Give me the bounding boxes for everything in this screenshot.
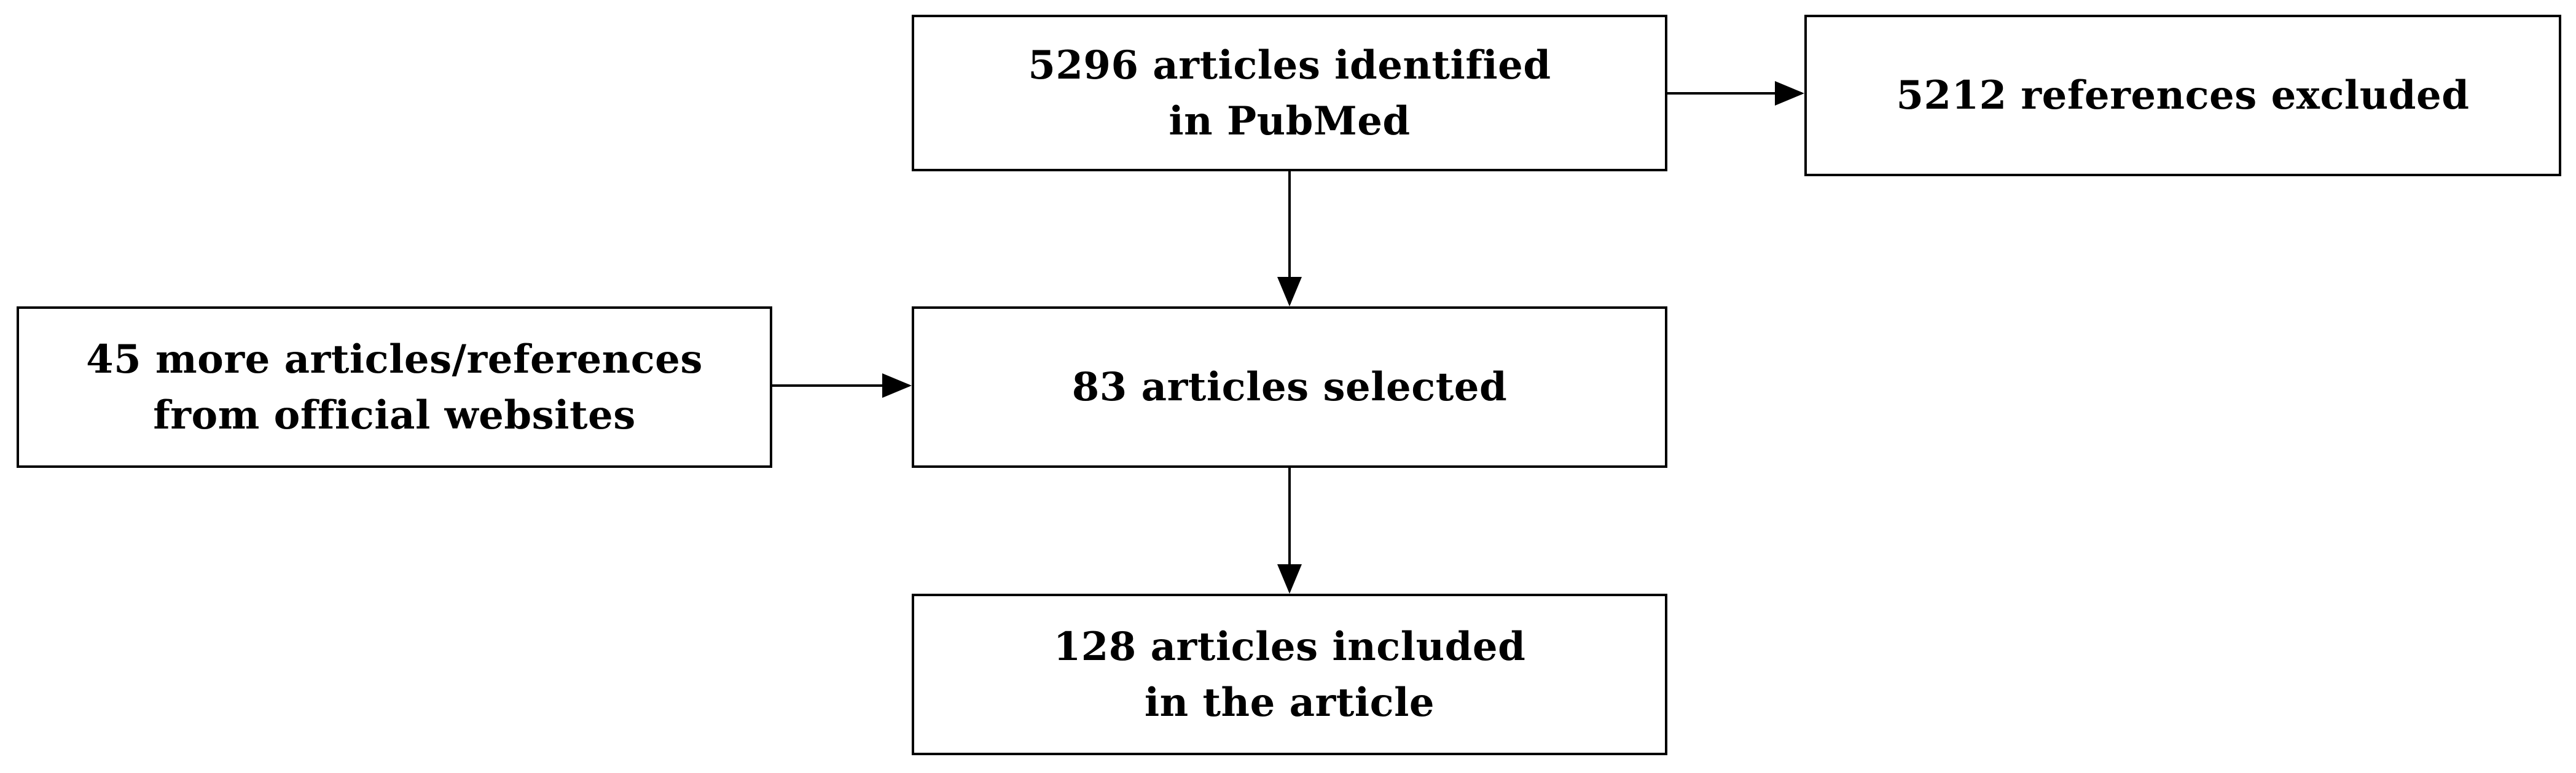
node-label: 45 more articles/references from officia… [86, 336, 703, 438]
node-additional-references: 45 more articles/references from officia… [17, 306, 772, 468]
node-articles-selected: 83 articles selected [912, 306, 1667, 468]
node-label: 83 articles selected [1071, 364, 1508, 410]
node-articles-identified: 5296 articles identified in PubMed [912, 15, 1667, 171]
node-label: 5212 references excluded [1896, 72, 2470, 118]
node-articles-included: 128 articles included in the article [912, 594, 1667, 755]
node-references-excluded: 5212 references excluded [1804, 15, 2561, 176]
node-label: 5296 articles identified in PubMed [1028, 42, 1551, 144]
node-label: 128 articles included in the article [1053, 623, 1526, 726]
